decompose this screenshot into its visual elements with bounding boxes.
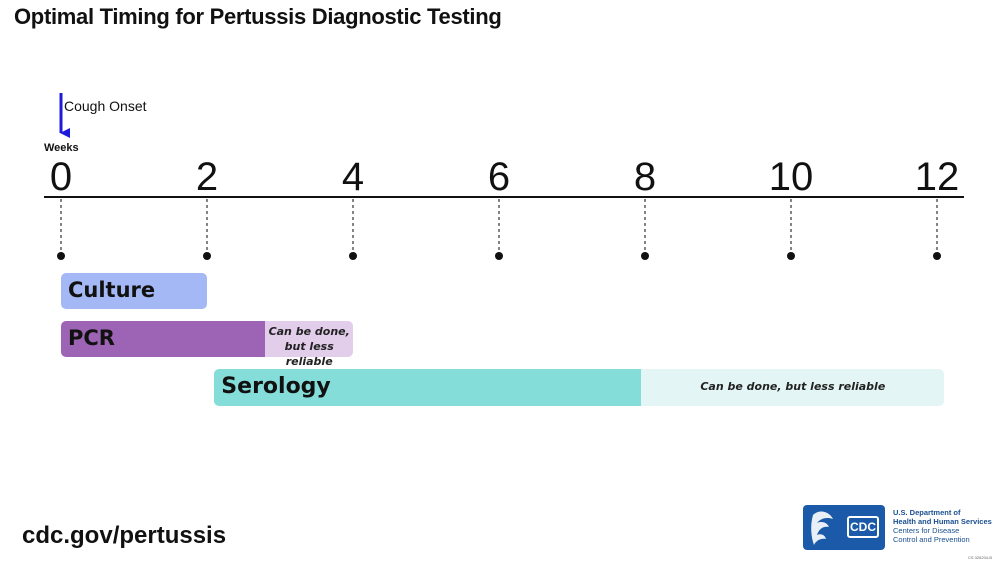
tick-label-10: 10 (769, 155, 814, 199)
tick-label-0: 0 (50, 155, 72, 199)
tick-label-4: 4 (342, 155, 364, 199)
document-code: CS 326204-B (968, 555, 993, 560)
url-link[interactable]: cdc.gov/pertussis (22, 522, 227, 549)
tick-dot-10 (787, 252, 795, 260)
tick-dot-4 (349, 252, 357, 260)
tick-dot-8 (641, 252, 649, 260)
tick-label-6: 6 (488, 155, 510, 199)
pcr-label: PCR (68, 326, 115, 351)
tick-dot-6 (495, 252, 503, 260)
tick-dot-0 (57, 252, 65, 260)
serology-note: Can be done, but less reliable (700, 380, 886, 393)
weeks-label: Weeks (44, 142, 79, 154)
pcr-less-reliable-bar (259, 321, 353, 357)
hhs-text: U.S. Department of Health and Human Serv… (893, 508, 992, 544)
hhs-cdc-logo: CDC (803, 505, 885, 550)
page-title: Optimal Timing for Pertussis Diagnostic … (14, 4, 502, 29)
axis-ticks: 0 2 4 6 8 10 12 (50, 155, 959, 260)
culture-optimal-bar (61, 273, 207, 309)
tick-label-2: 2 (196, 155, 218, 199)
tick-label-8: 8 (634, 155, 656, 199)
pcr-optimal-bar (61, 321, 266, 357)
serology-optimal-bar (214, 369, 642, 406)
tick-dot-12 (933, 252, 941, 260)
tick-label-12: 12 (915, 155, 960, 199)
serology-label: Serology (221, 374, 331, 400)
cdc-logo-text: CDC (847, 516, 879, 538)
culture-label: Culture (68, 278, 156, 303)
tick-dot-2 (203, 252, 211, 260)
hhs-eagle-icon (811, 511, 833, 545)
pcr-note: Can be done, but less reliable (268, 325, 350, 368)
serology-less-reliable-bar (635, 369, 945, 406)
cough-onset-label: Cough Onset (64, 98, 147, 114)
